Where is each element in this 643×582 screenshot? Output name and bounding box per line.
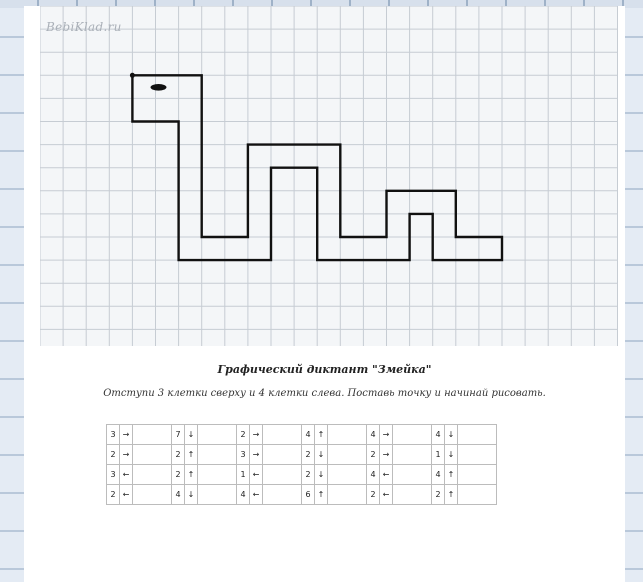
snake-eye <box>151 84 167 91</box>
blank-cell <box>198 485 237 505</box>
arrow-down-icon: ↓ <box>315 445 328 465</box>
blank-cell <box>458 445 497 465</box>
arrow-right-icon: → <box>120 445 133 465</box>
step-count: 2 <box>237 425 250 445</box>
step-count: 4 <box>302 425 315 445</box>
step-count: 4 <box>432 465 445 485</box>
arrow-right-icon: → <box>250 445 263 465</box>
arrow-left-icon: ← <box>120 465 133 485</box>
dictation-instruction: Отступи 3 клетки сверху и 4 клетки слева… <box>24 388 625 399</box>
step-count: 3 <box>107 465 120 485</box>
arrow-down-icon: ↓ <box>315 465 328 485</box>
grid-background <box>40 6 618 346</box>
grid-lines <box>40 6 618 346</box>
step-count: 2 <box>107 485 120 505</box>
step-count: 1 <box>432 445 445 465</box>
blank-cell <box>393 465 432 485</box>
blank-cell <box>198 445 237 465</box>
step-count: 2 <box>367 485 380 505</box>
step-count: 2 <box>172 465 185 485</box>
blank-cell <box>393 445 432 465</box>
grid-drawing <box>40 6 618 346</box>
arrow-up-icon: ↑ <box>315 485 328 505</box>
arrow-down-icon: ↓ <box>445 445 458 465</box>
arrow-left-icon: ← <box>250 485 263 505</box>
dictation-row: 2→2↑3→2↓2→1↓ <box>107 445 497 465</box>
arrow-down-icon: ↓ <box>185 425 198 445</box>
blank-cell <box>393 485 432 505</box>
blank-cell <box>263 445 302 465</box>
arrow-right-icon: → <box>380 425 393 445</box>
watermark: BebiKlad.ru <box>46 20 122 34</box>
blank-cell <box>263 425 302 445</box>
step-count: 4 <box>367 425 380 445</box>
blank-cell <box>263 485 302 505</box>
blank-cell <box>263 465 302 485</box>
step-count: 3 <box>107 425 120 445</box>
arrow-up-icon: ↑ <box>445 485 458 505</box>
arrow-up-icon: ↑ <box>315 425 328 445</box>
step-count: 4 <box>172 485 185 505</box>
blank-cell <box>133 425 172 445</box>
blank-cell <box>198 465 237 485</box>
step-count: 3 <box>237 445 250 465</box>
blank-cell <box>328 465 367 485</box>
arrow-up-icon: ↑ <box>445 465 458 485</box>
dictation-table: 3→7↓2→4↑4→4↓2→2↑3→2↓2→1↓3←2↑1←2↓4←4↑2←4↓… <box>106 424 497 505</box>
arrow-left-icon: ← <box>380 485 393 505</box>
step-count: 4 <box>237 485 250 505</box>
dictation-row: 3→7↓2→4↑4→4↓ <box>107 425 497 445</box>
step-count: 2 <box>302 465 315 485</box>
blank-cell <box>458 485 497 505</box>
dictation-title: Графический диктант "Змейка" <box>24 363 625 376</box>
blank-cell <box>458 425 497 445</box>
arrow-right-icon: → <box>120 425 133 445</box>
step-count: 2 <box>302 445 315 465</box>
step-count: 6 <box>302 485 315 505</box>
arrow-left-icon: ← <box>120 485 133 505</box>
step-count: 7 <box>172 425 185 445</box>
step-count: 2 <box>172 445 185 465</box>
blank-cell <box>393 425 432 445</box>
step-count: 2 <box>107 445 120 465</box>
step-count: 1 <box>237 465 250 485</box>
blank-cell <box>328 425 367 445</box>
arrow-up-icon: ↑ <box>185 465 198 485</box>
step-count: 4 <box>367 465 380 485</box>
dictation-row: 2←4↓4←6↑2←2↑ <box>107 485 497 505</box>
arrow-left-icon: ← <box>250 465 263 485</box>
step-count: 4 <box>432 425 445 445</box>
arrow-right-icon: → <box>250 425 263 445</box>
blank-cell <box>198 425 237 445</box>
arrow-right-icon: → <box>380 445 393 465</box>
blank-cell <box>458 465 497 485</box>
start-point <box>130 73 135 78</box>
arrow-left-icon: ← <box>380 465 393 485</box>
graph-paper <box>40 6 618 350</box>
blank-cell <box>133 445 172 465</box>
blank-cell <box>133 485 172 505</box>
dictation-row: 3←2↑1←2↓4←4↑ <box>107 465 497 485</box>
step-count: 2 <box>432 485 445 505</box>
worksheet-page: BebiKlad.ru Графический диктант "Змейка"… <box>24 6 625 582</box>
blank-cell <box>328 485 367 505</box>
arrow-up-icon: ↑ <box>185 445 198 465</box>
blank-cell <box>328 445 367 465</box>
arrow-down-icon: ↓ <box>445 425 458 445</box>
blank-cell <box>133 465 172 485</box>
arrow-down-icon: ↓ <box>185 485 198 505</box>
step-count: 2 <box>367 445 380 465</box>
